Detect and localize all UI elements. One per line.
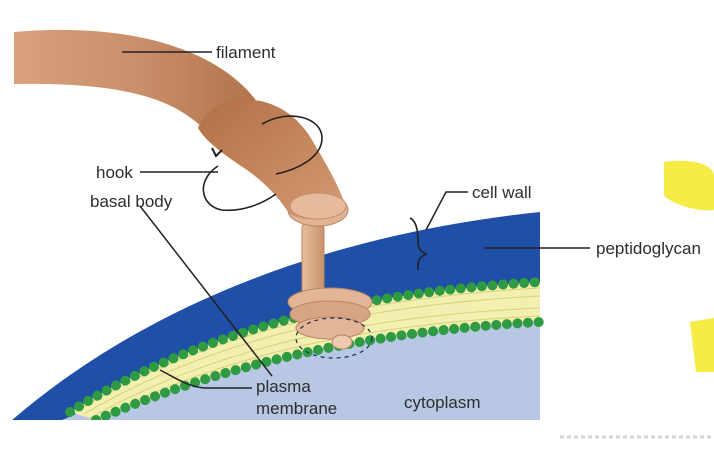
- plasma-membrane: [65, 277, 545, 425]
- label-plasma: plasma: [256, 377, 311, 396]
- cytoplasm-region: [62, 322, 540, 420]
- rotation-arrow: [202, 115, 323, 212]
- label-basal-body: basal body: [90, 192, 173, 211]
- label-cytoplasm: cytoplasm: [404, 393, 481, 412]
- label-filament: filament: [216, 43, 276, 62]
- hook-end: [289, 192, 347, 220]
- label-cell-wall: cell wall: [472, 183, 532, 202]
- accent-mark-bottom: [690, 318, 714, 372]
- label-membrane: membrane: [256, 399, 337, 418]
- label-peptidoglycan: peptidoglycan: [596, 239, 701, 258]
- page-bottom: [0, 420, 714, 451]
- label-hook: hook: [96, 163, 133, 182]
- plasma-membrane-leader: [159, 369, 252, 389]
- basal-body-leader: [139, 205, 273, 377]
- cell-wall-bracket: [409, 217, 428, 270]
- leader-lines: [122, 51, 590, 389]
- accent-mark-top: [664, 160, 714, 211]
- cell-wall-leader: [425, 191, 468, 231]
- hook: [198, 99, 346, 220]
